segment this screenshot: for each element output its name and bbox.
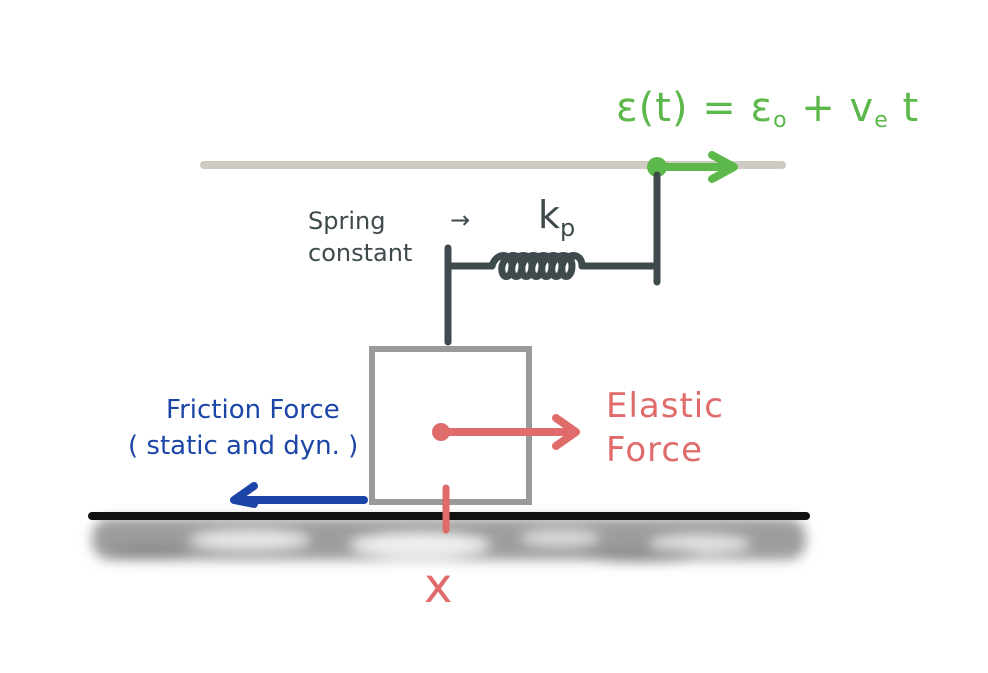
elastic-label-line2: Force: [606, 430, 703, 470]
spring-symbol: kp: [538, 196, 575, 240]
equation-sub-e: e: [874, 108, 889, 133]
equation-t: t: [888, 85, 920, 131]
friction-force-label: Friction Force ( static and dyn. ): [128, 392, 358, 464]
spring-constant-label: Spring constant: [308, 205, 412, 269]
friction-arrow: [230, 482, 368, 508]
spring-pointer-arrow: →: [450, 206, 471, 234]
spring-symbol-k: k: [538, 193, 561, 237]
block: [369, 346, 532, 505]
equation-plus: + v: [787, 85, 875, 131]
driver-equation: ε(t) = εo + ve t: [616, 88, 919, 132]
position-label: x: [424, 558, 453, 614]
spring-coil: [488, 252, 586, 280]
spring-assembly: [444, 171, 661, 346]
elastic-origin-point: [432, 423, 450, 441]
driver-arrow: [647, 151, 738, 183]
driver-point: [647, 157, 667, 177]
spring-label-line2: constant: [308, 239, 413, 267]
spring-label-line1: Spring: [308, 207, 386, 235]
spring-symbol-sub: p: [560, 214, 576, 242]
elastic-arrow: [432, 414, 580, 450]
friction-label-line1: Friction Force: [166, 395, 340, 425]
elastic-label-line1: Elastic: [606, 386, 724, 426]
elastic-force-label: Elastic Force: [606, 384, 724, 472]
friction-label-line2: ( static and dyn. ): [128, 431, 359, 461]
equation-lhs: ε(t) = ε: [616, 85, 774, 131]
equation-sub-0: o: [773, 108, 788, 133]
ground-texture: [92, 518, 806, 562]
